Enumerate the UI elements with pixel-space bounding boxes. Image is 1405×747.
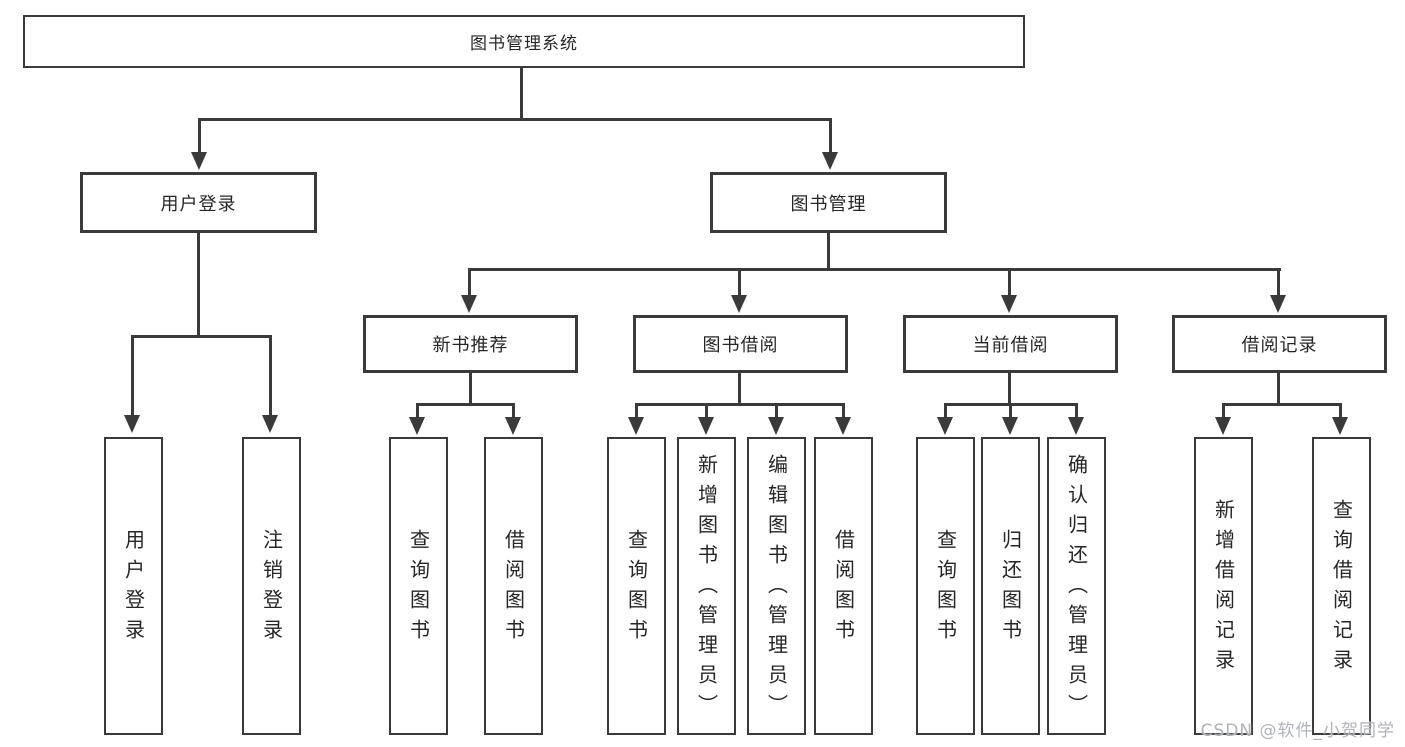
leaf-cb-query-books-label: 查询图书 <box>933 529 958 649</box>
arrow-down-icon <box>822 152 838 170</box>
node-current-borrow: 当前借阅 <box>903 315 1118 373</box>
arrow-down-icon <box>1270 295 1286 313</box>
connector-line <box>131 335 134 415</box>
connector-line <box>1008 268 1011 297</box>
leaf-rec-borrow-books: 借阅图书 <box>484 437 543 735</box>
arrow-down-icon <box>1001 295 1017 313</box>
connector-line <box>198 118 832 121</box>
arrow-down-icon <box>191 152 207 170</box>
connector-line <box>1277 268 1280 297</box>
arrow-down-icon <box>835 417 851 435</box>
leaf-rec-borrow-books-label: 借阅图书 <box>501 529 526 649</box>
connector-line <box>705 403 708 417</box>
connector-line <box>1339 403 1342 417</box>
arrow-down-icon <box>124 415 140 433</box>
arrow-down-icon <box>1332 417 1348 435</box>
connector-line <box>827 231 830 271</box>
leaf-br-query-record: 查询借阅记录 <box>1312 437 1371 735</box>
connector-line <box>1075 403 1078 417</box>
node-book-borrow: 图书借阅 <box>633 315 848 373</box>
connector-line <box>197 231 200 337</box>
connector-line <box>131 335 272 338</box>
node-book-mgmt-label: 图书管理 <box>790 193 867 215</box>
connector-line <box>1009 403 1012 417</box>
connector-line <box>269 335 272 415</box>
arrow-down-icon <box>731 295 747 313</box>
arrow-down-icon <box>628 417 644 435</box>
arrow-down-icon <box>937 417 953 435</box>
leaf-logout: 注销登录 <box>242 437 301 735</box>
connector-line <box>738 268 741 297</box>
connector-line <box>468 268 471 297</box>
connector-line <box>416 403 419 417</box>
node-book-mgmt: 图书管理 <box>710 172 947 233</box>
arrow-down-icon <box>1068 417 1084 435</box>
leaf-bb-add-books-admin-label: 新增图书（管理员） <box>694 454 719 724</box>
node-book-borrow-label: 图书借阅 <box>702 335 779 356</box>
leaf-bb-borrow-books: 借阅图书 <box>814 437 873 735</box>
connector-line <box>1008 371 1011 405</box>
arrow-down-icon <box>768 417 784 435</box>
connector-line <box>635 403 845 406</box>
leaf-bb-add-books-admin: 新增图书（管理员） <box>677 437 736 735</box>
leaf-logout-label: 注销登录 <box>259 529 284 649</box>
connector-line <box>416 403 515 406</box>
leaf-br-add-record-label: 新增借阅记录 <box>1211 499 1236 679</box>
leaf-br-add-record: 新增借阅记录 <box>1194 437 1253 735</box>
leaf-bb-query-books: 查询图书 <box>607 437 666 735</box>
leaf-cb-return-books: 归还图书 <box>981 437 1040 735</box>
connector-line <box>944 403 947 417</box>
leaf-rec-query-books-label: 查询图书 <box>406 529 431 649</box>
connector-line <box>738 371 741 405</box>
node-root: 图书管理系统 <box>23 15 1025 68</box>
connector-line <box>829 118 832 154</box>
connector-line <box>469 371 472 405</box>
csdn-watermark: CSDN @软件_小贺同学 <box>1200 721 1395 741</box>
node-new-book-rec: 新书推荐 <box>363 315 578 373</box>
leaf-user-login-label: 用户登录 <box>121 529 146 649</box>
arrow-down-icon <box>461 295 477 313</box>
connector-line <box>635 403 638 417</box>
connector-line <box>512 403 515 417</box>
leaf-cb-confirm-return-admin-label: 确认归还（管理员） <box>1064 454 1089 724</box>
connector-line <box>520 66 523 120</box>
connector-line <box>468 268 1281 271</box>
arrow-down-icon <box>505 417 521 435</box>
node-borrow-records-label: 借阅记录 <box>1241 335 1318 356</box>
leaf-user-login: 用户登录 <box>104 437 163 735</box>
node-root-label: 图书管理系统 <box>470 34 578 54</box>
connector-line <box>842 403 845 417</box>
connector-line <box>1222 403 1225 417</box>
leaf-bb-borrow-books-label: 借阅图书 <box>831 529 856 649</box>
arrow-down-icon <box>1002 417 1018 435</box>
leaf-bb-query-books-label: 查询图书 <box>624 529 649 649</box>
node-new-book-rec-label: 新书推荐 <box>432 335 509 356</box>
arrow-down-icon <box>262 415 278 433</box>
leaf-bb-edit-books-admin-label: 编辑图书（管理员） <box>764 454 789 724</box>
leaf-bb-edit-books-admin: 编辑图书（管理员） <box>747 437 806 735</box>
leaf-br-query-record-label: 查询借阅记录 <box>1329 499 1354 679</box>
connector-line <box>1277 371 1280 405</box>
leaf-cb-confirm-return-admin: 确认归还（管理员） <box>1047 437 1106 735</box>
connector-line <box>775 403 778 417</box>
arrow-down-icon <box>698 417 714 435</box>
leaf-cb-query-books: 查询图书 <box>916 437 975 735</box>
node-user-login-label: 用户登录 <box>160 193 237 215</box>
node-current-borrow-label: 当前借阅 <box>972 335 1049 356</box>
leaf-rec-query-books: 查询图书 <box>389 437 448 735</box>
node-borrow-records: 借阅记录 <box>1172 315 1387 373</box>
connector-line <box>198 118 201 154</box>
arrow-down-icon <box>409 417 425 435</box>
connector-line <box>1222 403 1342 406</box>
arrow-down-icon <box>1215 417 1231 435</box>
leaf-cb-return-books-label: 归还图书 <box>998 529 1023 649</box>
node-user-login: 用户登录 <box>80 172 317 233</box>
